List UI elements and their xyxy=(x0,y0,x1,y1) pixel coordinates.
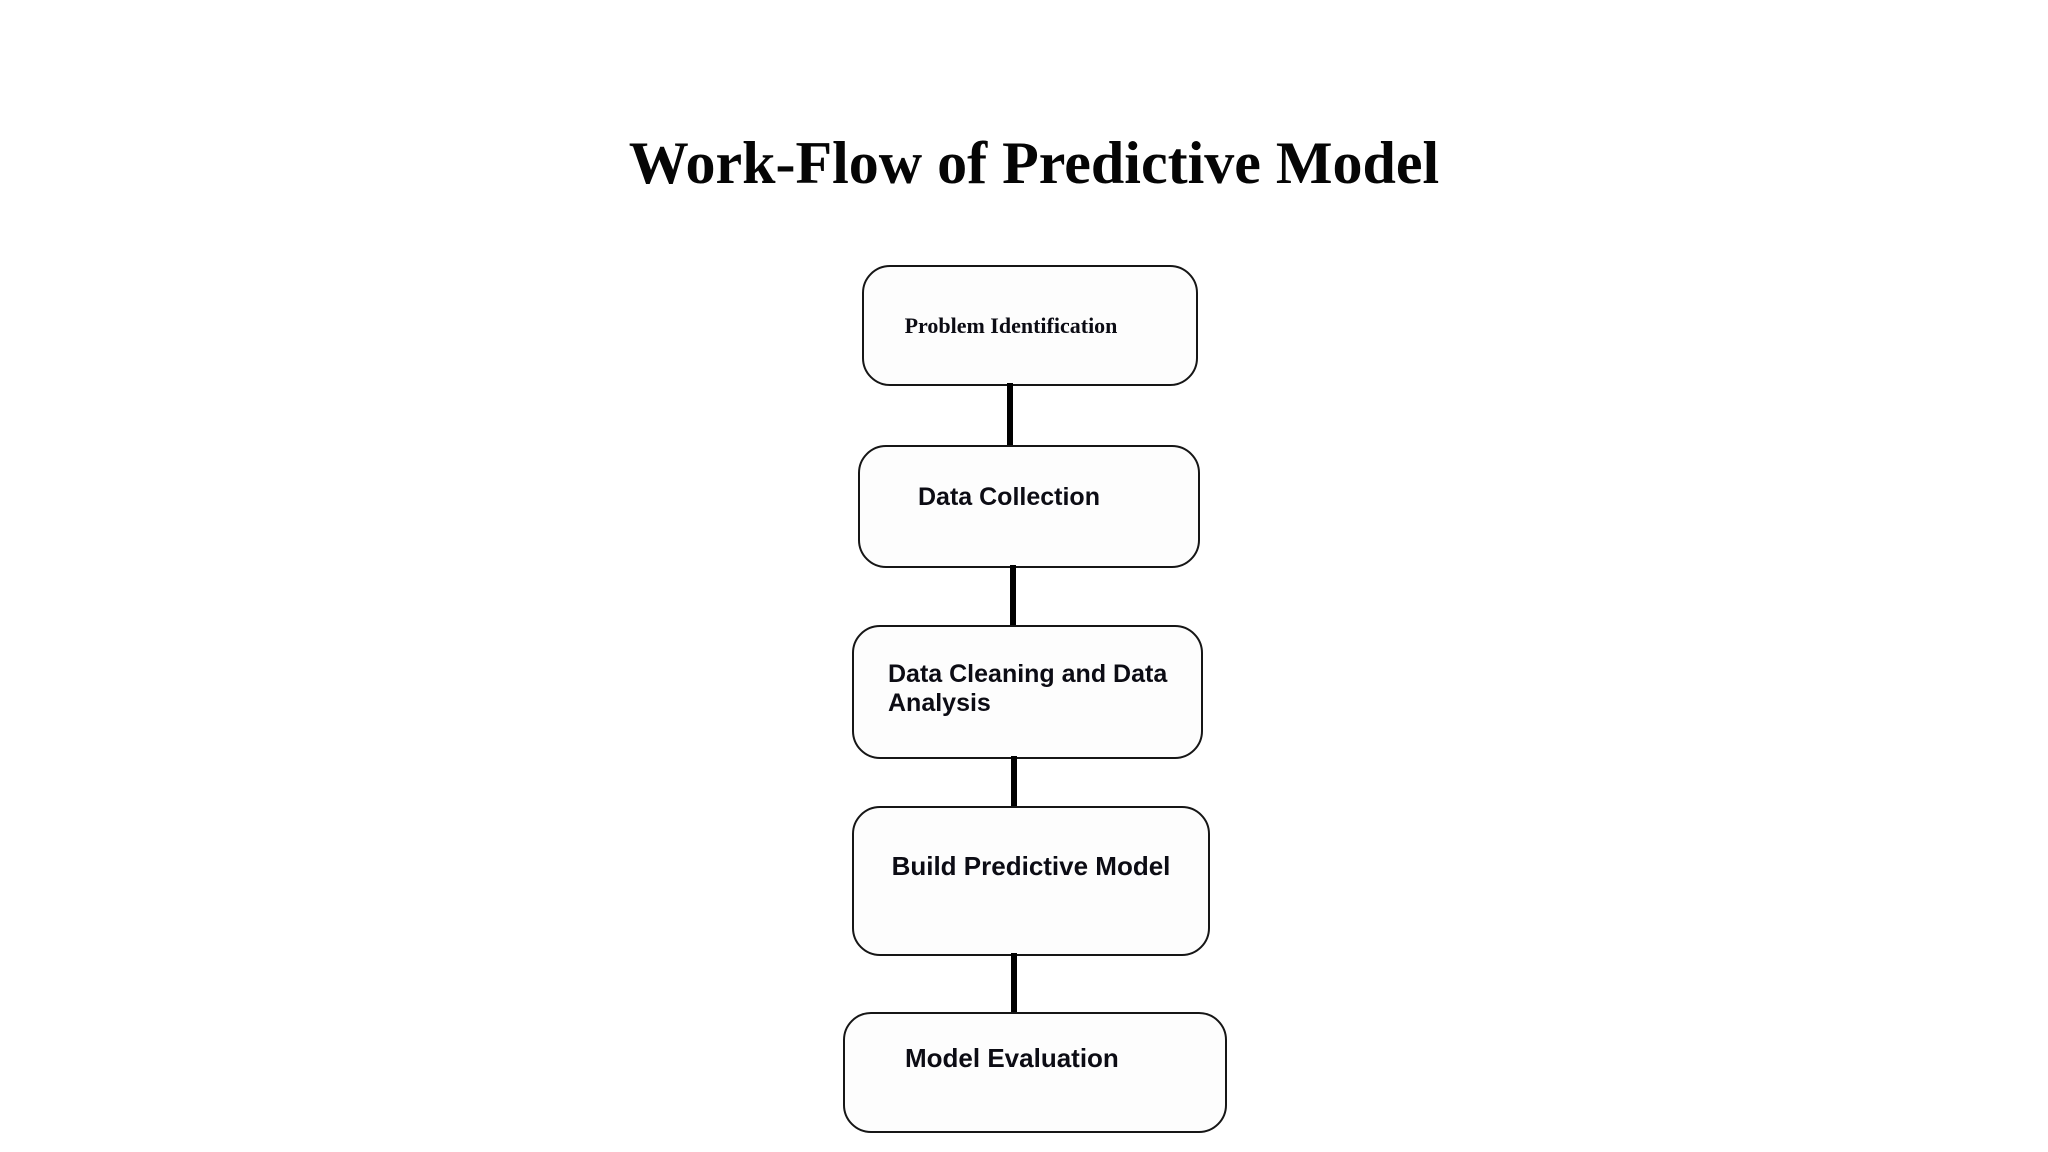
flow-node-data-collection: Data Collection xyxy=(858,445,1200,568)
flow-node-data-cleaning-and-data-analysis: Data Cleaning and Data Analysis xyxy=(852,625,1203,759)
connector-line-2 xyxy=(1010,565,1016,627)
flow-node-model-evaluation: Model Evaluation xyxy=(843,1012,1227,1133)
page-title: Work-Flow of Predictive Model xyxy=(628,130,1440,196)
connector-line-1 xyxy=(1007,383,1013,447)
flow-node-problem-identification: Problem Identification xyxy=(862,265,1198,386)
connector-line-4 xyxy=(1011,953,1017,1014)
flow-node-build-predictive-model: Build Predictive Model xyxy=(852,806,1210,956)
connector-line-3 xyxy=(1011,756,1017,808)
